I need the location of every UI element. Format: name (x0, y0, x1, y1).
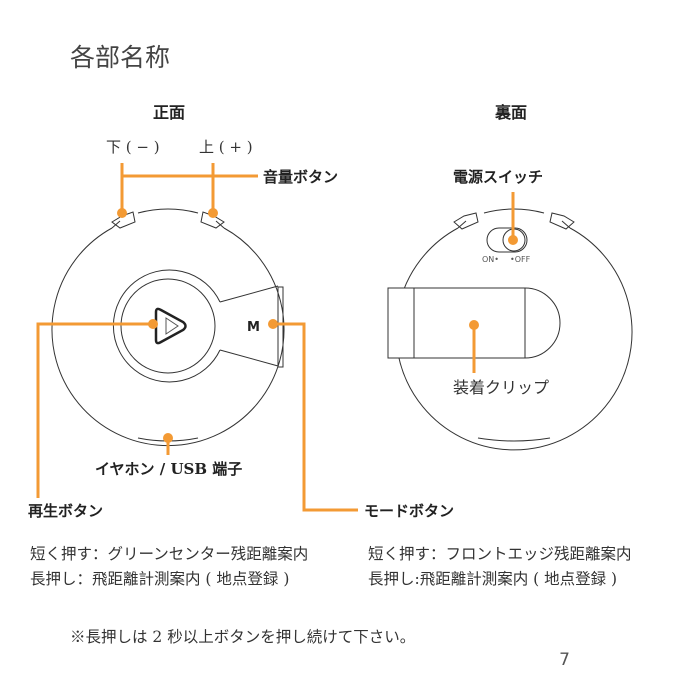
mode-long-desc: 長押し:飛距離計測案内 ( 地点登録 ) (368, 570, 618, 588)
earphone-usb-label: イヤホン / USB 端子 (95, 460, 243, 478)
front-inner-ring (112, 269, 221, 383)
play-button-label: 再生ボタン (28, 502, 104, 520)
clip-label: 装着クリップ (453, 378, 550, 397)
volume-buttons-label: 音量ボタン (263, 168, 339, 186)
page-number: 7 (559, 650, 570, 670)
play-short-desc: 短く押す：グリーンセンター残距離案内 (30, 545, 309, 563)
mode-key-label: M (247, 320, 260, 335)
front-heading: 正面 (153, 103, 186, 122)
page-title: 各部名称 (70, 43, 171, 72)
clip (387, 287, 526, 359)
front-top-bump (111, 208, 225, 229)
mode-button-label: モードボタン (364, 502, 455, 520)
power-switch (486, 227, 528, 253)
back-heading: 裏面 (495, 103, 528, 122)
mode-short-desc: 短く押す：フロントエッジ残距離案内 (368, 545, 632, 563)
volume-down-label: 下 ( − ) (106, 138, 160, 156)
play-long-desc: 長押し：飛距離計測案内 ( 地点登録 ) (30, 570, 290, 588)
mode-side-button (277, 286, 284, 368)
play-icon (154, 307, 187, 345)
long-press-note: ※長押しは 2 秒以上ボタンを押し続けて下さい。 (70, 628, 416, 646)
switch-on-label: ON• (482, 255, 499, 264)
power-switch-label: 電源スイッチ (453, 168, 544, 186)
volume-up-label: 上 ( + ) (199, 138, 253, 156)
switch-off-label: •OFF (510, 255, 531, 264)
